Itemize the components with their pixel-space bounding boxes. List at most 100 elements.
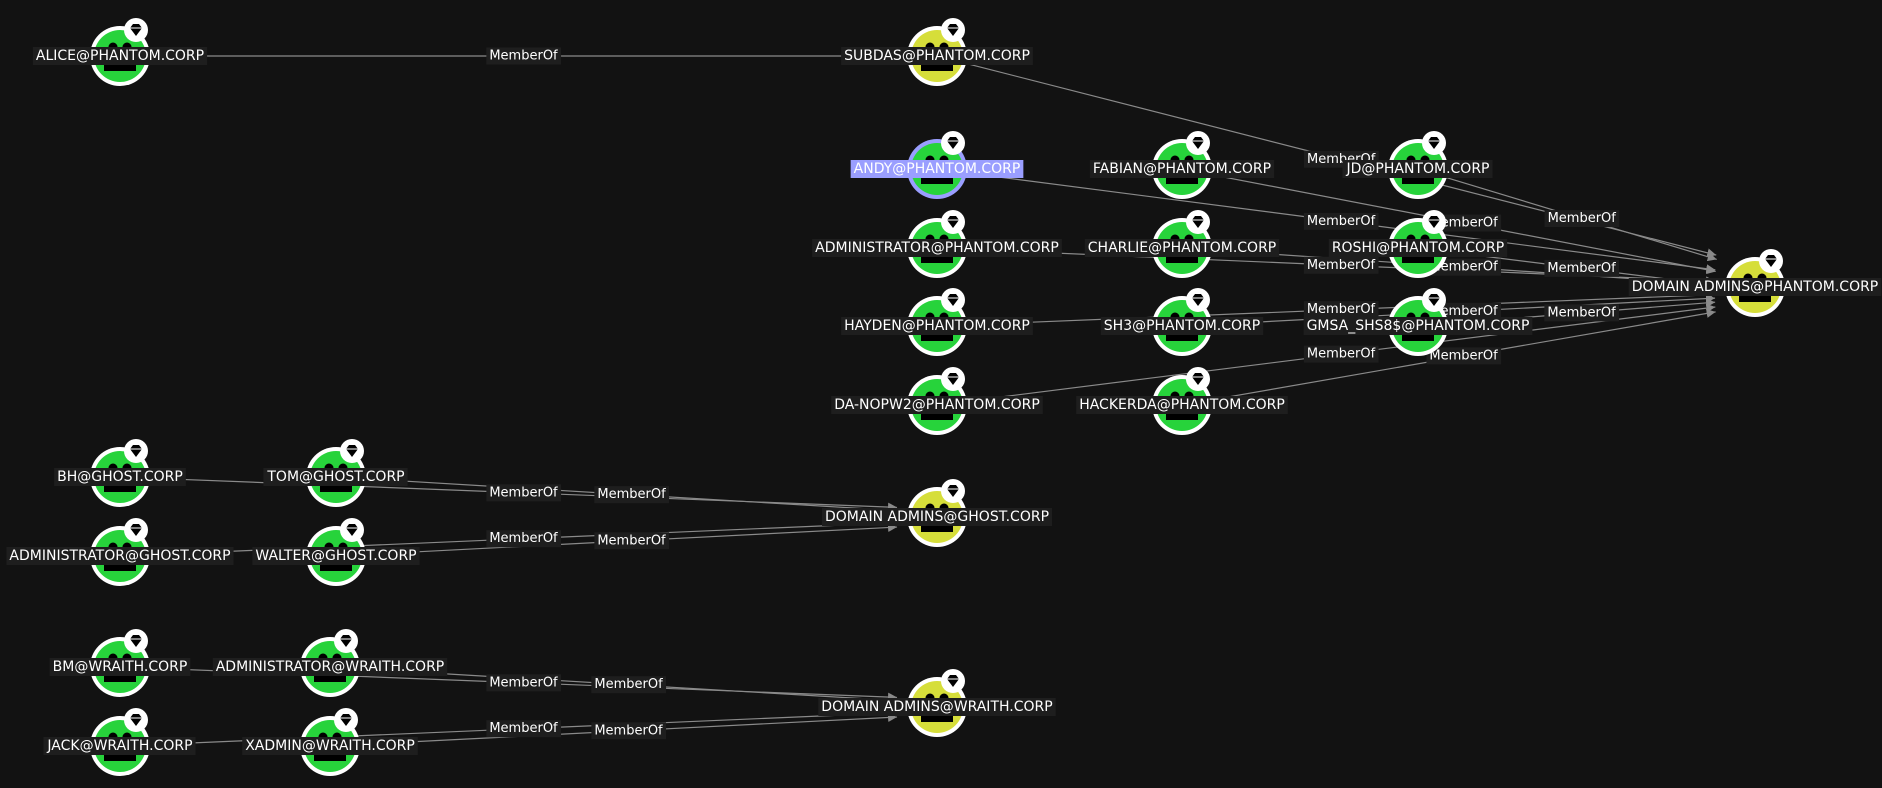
edge-label-admin_gh-bg [486, 530, 562, 548]
gem-icon [941, 210, 965, 234]
node-da_gh[interactable]: DOMAIN ADMINS@GHOST.CORP [821, 479, 1053, 547]
edge-label-admin_ph-text: MemberOf [1307, 258, 1376, 273]
node-admin_ph[interactable]: ADMINISTRATOR@PHANTOM.CORP [812, 210, 1062, 278]
edge-label-jd-text: MemberOf [1548, 211, 1617, 226]
node-label-da_gh-text: DOMAIN ADMINS@GHOST.CORP [825, 509, 1049, 525]
edge-label-andy-text: MemberOf [1307, 214, 1376, 229]
node-fabian[interactable]: FABIAN@PHANTOM.CORP [1089, 131, 1275, 199]
node-da_ph[interactable]: DOMAIN ADMINS@PHANTOM.CORP [1628, 249, 1882, 317]
node-alice[interactable]: ALICE@PHANTOM.CORP [32, 18, 208, 86]
gem-icon [334, 708, 358, 732]
node-roshi[interactable]: ROSHI@PHANTOM.CORP [1328, 210, 1508, 278]
gem-icon [124, 518, 148, 542]
node-gmsa[interactable]: GMSA_SHS8$@PHANTOM.CORP [1303, 288, 1533, 356]
node-tom[interactable]: TOM@GHOST.CORP [263, 439, 408, 507]
edge-label-jack-bg [486, 720, 562, 738]
edge-label-admin_wr-bg [591, 676, 667, 694]
node-walter[interactable]: WALTER@GHOST.CORP [252, 518, 420, 586]
node-label-admin_gh: ADMINISTRATOR@GHOST.CORP [6, 547, 234, 565]
node-label-jd-text: JD@PHANTOM.CORP [1346, 161, 1490, 177]
node-label-jd: JD@PHANTOM.CORP [1342, 160, 1493, 178]
node-label-danopw2-bg [831, 396, 1043, 414]
edge-label-alice: MemberOf [486, 47, 562, 65]
nodes-layer: ALICE@PHANTOM.CORP SUBDAS@PHANTOM.CORP AND… [6, 18, 1882, 776]
node-label-bh-text: BH@GHOST.CORP [57, 469, 183, 485]
node-sh3[interactable]: SH3@PHANTOM.CORP [1100, 288, 1264, 356]
node-da_wr[interactable]: DOMAIN ADMINS@WRAITH.CORP [818, 669, 1056, 737]
gem-icon [124, 629, 148, 653]
node-label-xadmin-text: XADMIN@WRAITH.CORP [245, 738, 415, 754]
node-label-hackerda-bg [1076, 396, 1288, 414]
node-label-gmsa-bg [1303, 317, 1533, 335]
node-hackerda[interactable]: HACKERDA@PHANTOM.CORP [1076, 367, 1288, 435]
node-label-da_ph-text: DOMAIN ADMINS@PHANTOM.CORP [1632, 279, 1879, 295]
edge-label-hackerda: MemberOf [1426, 347, 1502, 365]
node-label-hackerda-text: HACKERDA@PHANTOM.CORP [1079, 397, 1285, 413]
gem-icon [340, 518, 364, 542]
edge-label-jd-bg [1544, 210, 1620, 228]
edge-label-admin_gh: MemberOf [486, 530, 562, 548]
edge-label-admin_gh-text: MemberOf [489, 531, 558, 546]
node-xadmin[interactable]: XADMIN@WRAITH.CORP [242, 708, 418, 776]
edge-label-bh: MemberOf [486, 484, 562, 502]
node-label-jack-text: JACK@WRAITH.CORP [46, 738, 192, 754]
edge-label-andy-bg [1303, 212, 1379, 230]
node-label-bm: BM@WRAITH.CORP [49, 658, 191, 676]
node-label-subdas: SUBDAS@PHANTOM.CORP [841, 47, 1033, 65]
node-bh[interactable]: BH@GHOST.CORP [54, 439, 186, 507]
edge-label-admin_ph-bg [1303, 256, 1379, 274]
edge-label-jack: MemberOf [486, 720, 562, 738]
node-label-bh-bg [54, 468, 186, 486]
edge-label-tom-text: MemberOf [597, 487, 666, 502]
node-label-fabian-text: FABIAN@PHANTOM.CORP [1093, 161, 1271, 177]
node-label-tom-bg [263, 468, 408, 486]
edge-label-hayden-bg [1303, 301, 1379, 319]
node-label-hayden: HAYDEN@PHANTOM.CORP [841, 317, 1033, 335]
node-admin_gh[interactable]: ADMINISTRATOR@GHOST.CORP [6, 518, 234, 586]
node-label-da_gh: DOMAIN ADMINS@GHOST.CORP [821, 508, 1053, 526]
edge-label-bm-text: MemberOf [489, 675, 558, 690]
edge-label-bm-bg [486, 674, 562, 692]
edge-label-roshi-text: MemberOf [1547, 261, 1616, 276]
edge-label-walter-text: MemberOf [597, 533, 666, 548]
node-label-sh3: SH3@PHANTOM.CORP [1100, 317, 1264, 335]
edge-label-hackerda-bg [1426, 347, 1502, 365]
gem-icon [1186, 288, 1210, 312]
node-charlie[interactable]: CHARLIE@PHANTOM.CORP [1084, 210, 1280, 278]
node-label-alice-text: ALICE@PHANTOM.CORP [36, 48, 204, 64]
node-hayden[interactable]: HAYDEN@PHANTOM.CORP [841, 288, 1033, 356]
edge-label-admin_ph: MemberOf [1303, 256, 1379, 274]
node-label-roshi: ROSHI@PHANTOM.CORP [1328, 239, 1508, 257]
node-label-gmsa: GMSA_SHS8$@PHANTOM.CORP [1303, 317, 1533, 335]
node-label-andy-text: ANDY@PHANTOM.CORP [854, 161, 1021, 177]
node-label-admin_wr-bg [212, 658, 448, 676]
gem-icon [1422, 288, 1446, 312]
node-label-jd-bg [1342, 160, 1493, 178]
node-andy[interactable]: ANDY@PHANTOM.CORP [850, 131, 1024, 199]
node-label-admin_wr: ADMINISTRATOR@WRAITH.CORP [212, 658, 448, 676]
node-danopw2[interactable]: DA-NOPW2@PHANTOM.CORP [831, 367, 1043, 435]
edge-label-xadmin-text: MemberOf [594, 723, 663, 738]
edge-label-tom: MemberOf [594, 486, 670, 504]
node-label-subdas-text: SUBDAS@PHANTOM.CORP [844, 48, 1030, 64]
node-jack[interactable]: JACK@WRAITH.CORP [43, 708, 196, 776]
node-label-walter-bg [252, 547, 420, 565]
node-jd[interactable]: JD@PHANTOM.CORP [1342, 131, 1493, 199]
gem-icon [124, 18, 148, 42]
node-label-da_ph: DOMAIN ADMINS@PHANTOM.CORP [1628, 278, 1882, 296]
edge-label-charlie-text: MemberOf [1429, 260, 1498, 275]
node-label-roshi-text: ROSHI@PHANTOM.CORP [1332, 240, 1504, 256]
edge-label-danopw2-bg [1303, 345, 1379, 363]
node-admin_wr[interactable]: ADMINISTRATOR@WRAITH.CORP [212, 629, 448, 697]
node-label-bm-text: BM@WRAITH.CORP [53, 659, 188, 675]
node-label-alice: ALICE@PHANTOM.CORP [32, 47, 208, 65]
node-subdas[interactable]: SUBDAS@PHANTOM.CORP [841, 18, 1033, 86]
node-bm[interactable]: BM@WRAITH.CORP [49, 629, 191, 697]
node-label-jack: JACK@WRAITH.CORP [43, 737, 196, 755]
node-label-admin_gh-bg [6, 547, 234, 565]
edge-label-hackerda-text: MemberOf [1429, 348, 1498, 363]
edge-label-danopw2: MemberOf [1303, 345, 1379, 363]
gem-icon [941, 18, 965, 42]
edge-label-fabian-text: MemberOf [1429, 216, 1498, 231]
